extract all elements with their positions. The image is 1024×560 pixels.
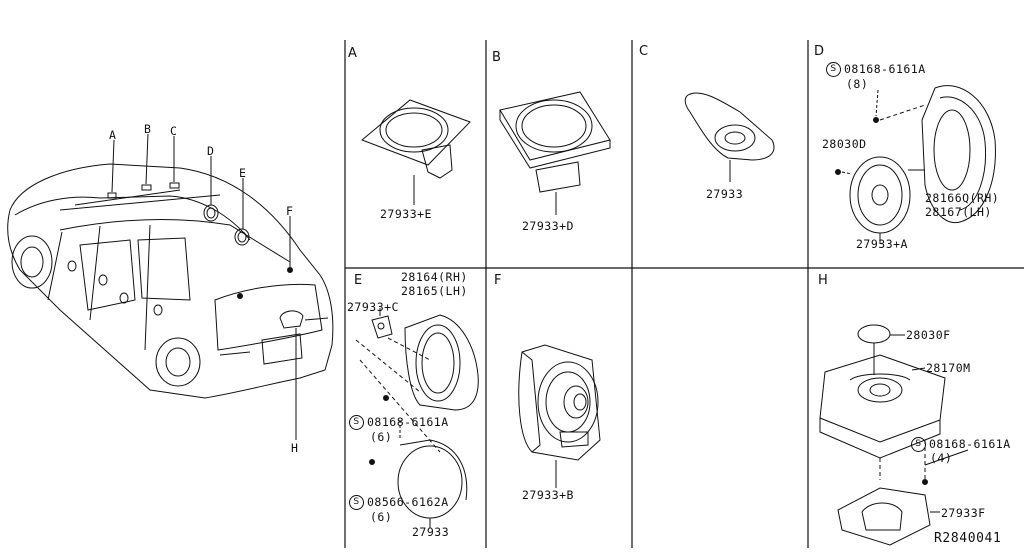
vehicle-illustration	[7, 133, 334, 440]
car-callout-h: H	[291, 441, 299, 455]
part-d-screw-qty: (8)	[846, 77, 869, 91]
part-d-bracket-rh: 28166Q(RH)	[925, 191, 1000, 205]
section-d-title: D	[814, 44, 825, 59]
car-callout-f: F	[286, 204, 294, 218]
part-h-clip: 28030F	[906, 328, 951, 342]
panel-grid	[344, 40, 1024, 548]
car-callout-c: C	[170, 124, 178, 138]
speaker-b-drawing	[499, 91, 611, 215]
part-e-screw2-qty: (6)	[370, 510, 393, 524]
part-h-screw-number: 08168-6161A	[929, 437, 1011, 451]
part-a-speaker: 27933+E	[380, 207, 432, 221]
part-e-bracket-rh: 28164(RH)	[401, 270, 468, 284]
car-callout-e: E	[239, 166, 247, 180]
part-b-speaker: 27933+D	[522, 219, 574, 233]
part-e-tweeter: 27933+C	[347, 300, 399, 314]
section-c-title: C	[639, 44, 649, 59]
section-f-title: F	[494, 273, 502, 288]
section-a-title: A	[348, 46, 357, 61]
section-b-title: B	[492, 50, 501, 65]
service-symbol-d: S	[826, 62, 841, 77]
part-e-speaker: 27933	[412, 525, 450, 539]
part-d-clip: 28030D	[822, 137, 867, 151]
part-d-bracket-lh: 28167(LH)	[925, 205, 992, 219]
service-symbol-e1: S	[349, 415, 364, 430]
part-e-screw-qty: (6)	[370, 430, 393, 444]
part-d-screw-number: 08168-6161A	[844, 62, 926, 76]
car-callout-b: B	[144, 122, 152, 136]
speaker-d-drawing	[835, 85, 996, 244]
speaker-e-drawing	[355, 308, 479, 528]
part-h-bracket: 27933F	[941, 506, 986, 520]
part-h-amp: 28170M	[926, 361, 971, 375]
section-h-title: H	[818, 273, 828, 288]
drawing-reference: R2840041	[934, 531, 1002, 546]
part-f-speaker: 27933+B	[522, 488, 574, 502]
part-e-screw2-number: 08566-6162A	[367, 495, 449, 509]
car-callout-d: D	[207, 144, 215, 158]
service-symbol-h: S	[911, 437, 926, 452]
speaker-f-drawing	[518, 344, 601, 488]
car-callout-a: A	[109, 128, 117, 142]
speaker-a-drawing	[361, 99, 471, 205]
section-e-title: E	[354, 273, 363, 288]
part-d-speaker: 27933+A	[856, 237, 908, 251]
tweeter-c-drawing	[684, 92, 775, 182]
amplifier-h-drawing	[819, 324, 969, 546]
part-e-bracket-lh: 28165(LH)	[401, 284, 468, 298]
service-symbol-e2: S	[349, 495, 364, 510]
part-e-screw-number: 08168-6161A	[367, 415, 449, 429]
part-h-screw-qty: (4)	[930, 451, 953, 465]
part-c-speaker: 27933	[706, 187, 744, 201]
